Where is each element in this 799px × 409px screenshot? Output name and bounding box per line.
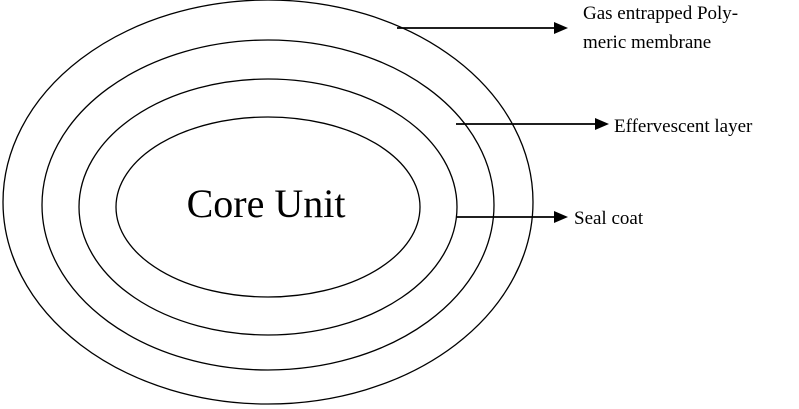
effervescent-layer-ring [41,39,495,371]
seal-coat-arrow [457,211,568,223]
seal-coat-ring [78,78,458,336]
membrane-label-line1: Gas entrapped Poly- [583,3,738,24]
membrane-label-line2: meric membrane [583,32,711,53]
membrane-arrow [397,22,568,34]
core-unit-label: Core Unit [187,181,346,226]
core-unit-ellipse [115,116,421,298]
effervescent-label: Effervescent layer [614,116,753,137]
outer-polymeric-membrane-ring [2,0,534,405]
effervescent-arrow [456,118,609,130]
seal-coat-label: Seal coat [574,208,644,229]
